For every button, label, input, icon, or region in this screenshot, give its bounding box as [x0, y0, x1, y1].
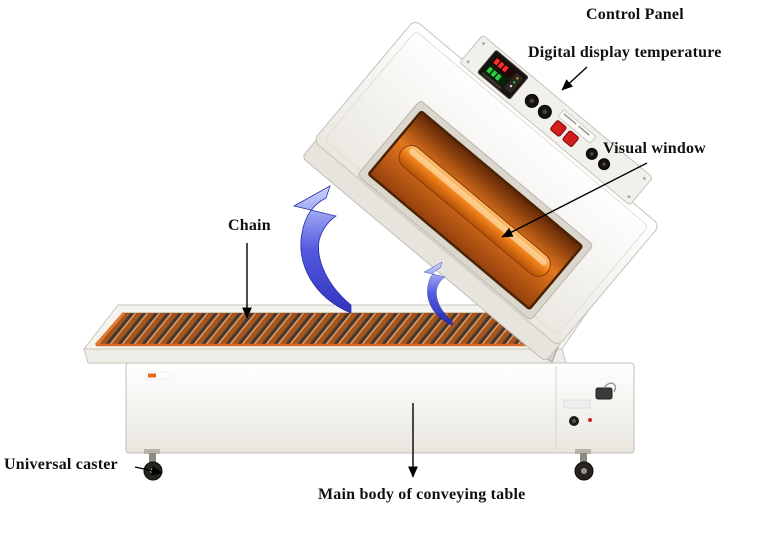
brand-sticker: [145, 371, 169, 380]
panel-label-plate: [557, 109, 597, 144]
tunnel-hood: [303, 21, 658, 361]
power-switch-center: [572, 419, 576, 423]
open-motion-arrows: [292, 185, 453, 326]
temperature-readout-green: [486, 66, 502, 81]
controller-key-row: [481, 71, 502, 90]
caster-right: [574, 449, 594, 481]
chain-sprockets-left: [94, 312, 126, 346]
caster-fork: [580, 453, 587, 464]
panel-screw: [466, 60, 470, 64]
panel-knob-center: [590, 152, 594, 156]
controller-lamp-amber: [516, 77, 519, 80]
label-main-body: Main body of conveying table: [318, 486, 526, 503]
power-socket: [595, 387, 613, 400]
label-chain: Chain: [228, 217, 271, 234]
panel-label-text-line: [563, 113, 577, 125]
annotation-arrows: [134, 66, 648, 478]
indicator-lamp: [588, 418, 592, 422]
arrow-universal-caster: [134, 465, 163, 476]
open-motion-arrow-large: [292, 185, 352, 314]
conveying-table: [82, 304, 635, 454]
red-push-button: [562, 130, 579, 147]
panel-label-text-line: [578, 125, 590, 136]
caster-plate: [144, 449, 160, 454]
label-universal-caster: Universal caster: [4, 456, 118, 473]
visual-window: [358, 101, 593, 320]
panel-screw: [627, 195, 631, 199]
panel-screw: [642, 176, 646, 180]
table-base-cabinet: [125, 362, 635, 454]
control-panel: [460, 35, 653, 205]
spec-sticker: [563, 399, 591, 409]
panel-knob-center: [529, 98, 535, 104]
caster-fork: [149, 453, 156, 464]
arrow-digital-display: [561, 66, 588, 91]
label-digital-display-temperature: Digital display temperature: [528, 44, 722, 61]
controller-lamp-white: [509, 84, 513, 88]
table-apron: [83, 348, 567, 364]
label-visual-window: Visual window: [603, 140, 706, 157]
caster-left: [143, 449, 163, 481]
panel-knob-center: [602, 162, 606, 166]
red-push-button: [550, 120, 567, 137]
digital-temperature-display: [477, 50, 529, 99]
temperature-readout-red: [493, 58, 509, 73]
power-cord: [603, 382, 617, 393]
controller-lamp-green: [513, 81, 516, 84]
panel-screw: [481, 41, 485, 45]
label-control-panel: Control Panel: [586, 6, 684, 23]
panel-knob-center: [542, 109, 548, 115]
caster-hub: [581, 468, 587, 474]
caster-plate: [575, 449, 591, 454]
cabinet-controls: [563, 382, 617, 426]
heater-bar: [398, 145, 551, 277]
arrow-visual-window: [501, 162, 648, 238]
